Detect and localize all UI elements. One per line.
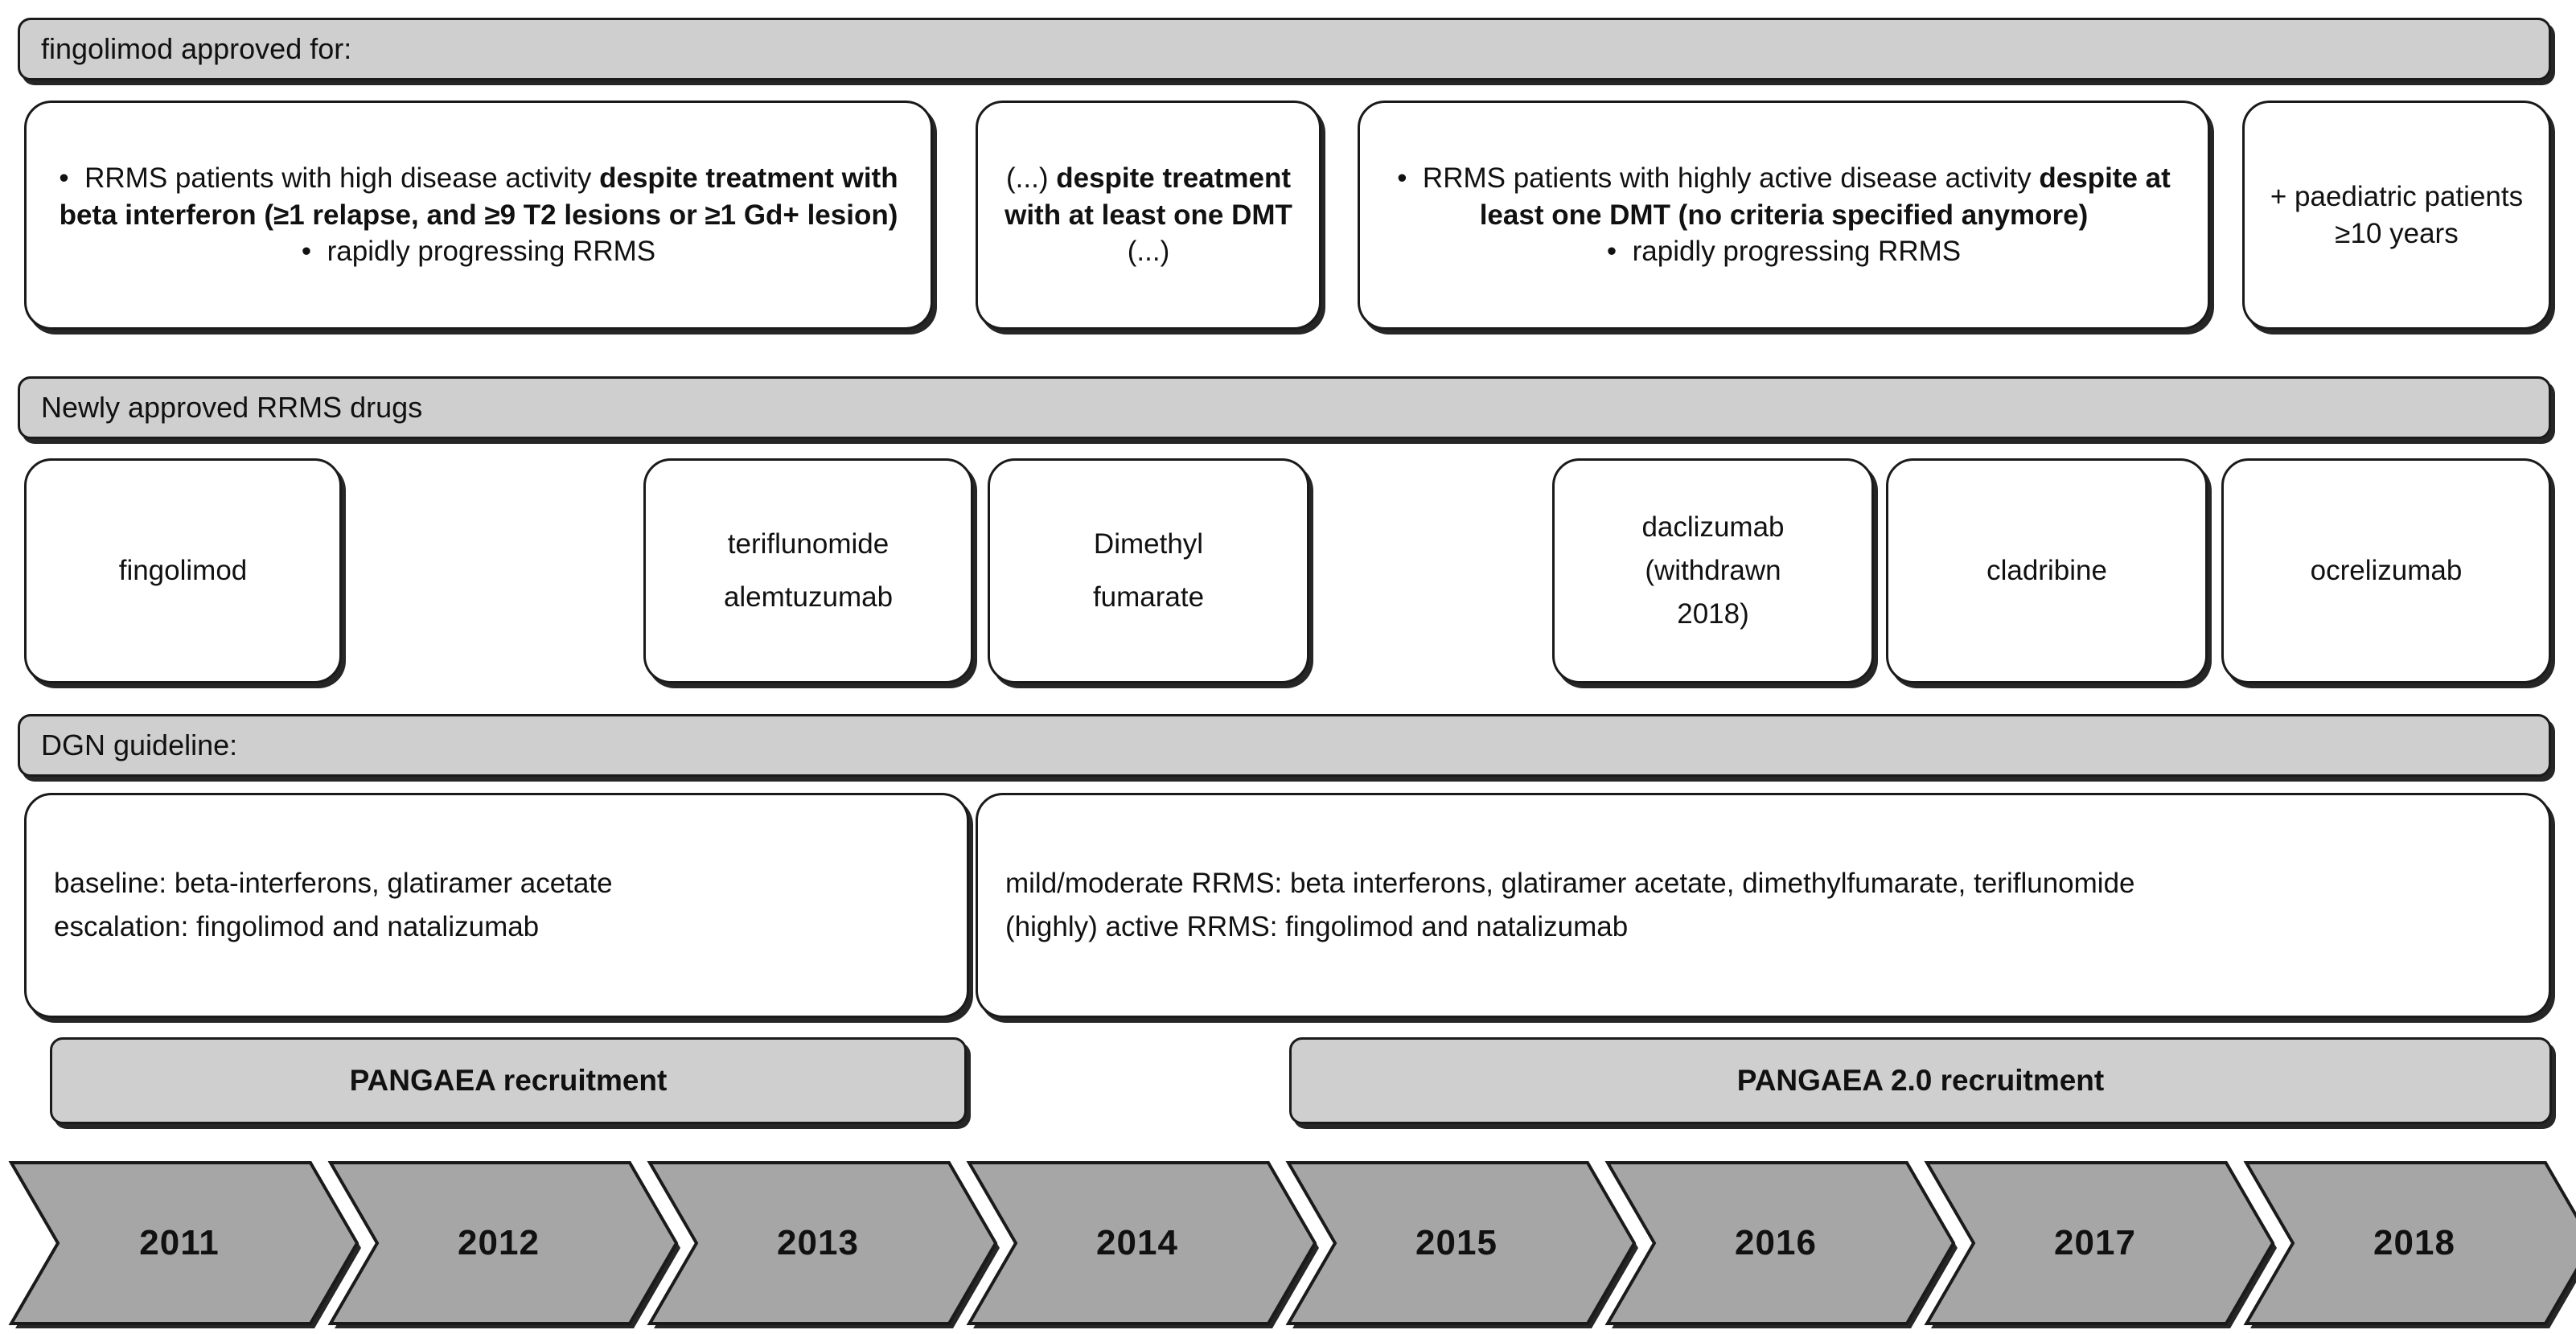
drug-box-cladribine-label: cladribine xyxy=(1986,555,2107,587)
year-chevron-timeline: 2011 2012 2013 2014 2015 2016 2017 2018 xyxy=(8,1161,2576,1328)
drug-box-ocrelizumab-label: ocrelizumab xyxy=(2310,555,2463,587)
year-label-2011: 2011 xyxy=(139,1223,220,1262)
pangaea-recruitment-label: PANGAEA recruitment xyxy=(349,1064,668,1097)
chevron-shape-icon xyxy=(1604,1161,1958,1328)
approval-box-1: • RRMS patients with high disease activi… xyxy=(24,101,933,330)
guideline-header-label: DGN guideline: xyxy=(41,729,238,762)
guideline-header-band: DGN guideline: xyxy=(18,714,2551,777)
year-chevron-2018[interactable]: 2018 xyxy=(2243,1161,2576,1328)
chevron-shape-icon xyxy=(2243,1161,2576,1328)
year-label-2015: 2015 xyxy=(1415,1223,1498,1262)
guideline-box-left-label: baseline: beta-interferons, glatiramer a… xyxy=(54,867,613,942)
approval-header-band: fingolimod approved for: xyxy=(18,18,2551,80)
drug-box-cladribine: cladribine xyxy=(1886,458,2208,683)
drug-box-daclizumab: daclizumab (withdrawn 2018) xyxy=(1552,458,1874,683)
drug-box-dimethyl-fumarate: Dimethyl fumarate xyxy=(988,458,1309,683)
pangaea-2-recruitment-label: PANGAEA 2.0 recruitment xyxy=(1736,1064,2105,1097)
approval-box-1-text: • RRMS patients with high disease activi… xyxy=(59,162,898,268)
drug-box-dimethyl-fumarate-label: Dimethyl fumarate xyxy=(1092,527,1205,614)
drug-box-ocrelizumab: ocrelizumab xyxy=(2221,458,2551,683)
chevron-shape-icon xyxy=(966,1161,1319,1328)
chevron-shape-icon xyxy=(647,1161,1000,1328)
guideline-box-right: mild/moderate RRMS: beta interferons, gl… xyxy=(976,793,2551,1018)
drugs-header-label: Newly approved RRMS drugs xyxy=(41,391,423,425)
year-chevron-2014[interactable]: 2014 xyxy=(966,1161,1319,1328)
year-label-2014: 2014 xyxy=(1096,1223,1178,1262)
year-label-2018: 2018 xyxy=(2373,1223,2455,1262)
approval-box-3-text: • RRMS patients with highly active disea… xyxy=(1397,162,2171,268)
drugs-header-band: Newly approved RRMS drugs xyxy=(18,376,2551,439)
year-chevron-2013[interactable]: 2013 xyxy=(647,1161,1000,1328)
chevron-shape-icon xyxy=(1285,1161,1638,1328)
approval-box-4: + paediatric patients ≥10 years xyxy=(2242,101,2551,330)
year-chevron-2016[interactable]: 2016 xyxy=(1604,1161,1958,1328)
chevron-shape-icon xyxy=(8,1161,361,1328)
year-label-2016: 2016 xyxy=(1735,1223,1817,1262)
year-label-2012: 2012 xyxy=(458,1223,540,1262)
pangaea-recruitment-bar: PANGAEA recruitment xyxy=(50,1037,967,1124)
year-chevron-2011[interactable]: 2011 xyxy=(8,1161,361,1328)
drug-box-teriflunomide-alemtuzumab: teriflunomide alemtuzumab xyxy=(643,458,973,683)
approval-box-4-text: + paediatric patients ≥10 years xyxy=(2270,181,2524,249)
chevron-shape-icon xyxy=(1924,1161,2277,1328)
year-label-2013: 2013 xyxy=(777,1223,859,1262)
drug-box-teriflunomide-alemtuzumab-label: teriflunomide alemtuzumab xyxy=(723,527,894,614)
guideline-box-left: baseline: beta-interferons, glatiramer a… xyxy=(24,793,969,1018)
drug-box-fingolimod: fingolimod xyxy=(24,458,342,683)
year-chevron-2015[interactable]: 2015 xyxy=(1285,1161,1638,1328)
year-label-2017: 2017 xyxy=(2054,1223,2136,1262)
pangaea-2-recruitment-bar: PANGAEA 2.0 recruitment xyxy=(1289,1037,2552,1124)
drug-box-fingolimod-label: fingolimod xyxy=(118,555,248,587)
year-chevron-2012[interactable]: 2012 xyxy=(327,1161,680,1328)
drug-box-daclizumab-label: daclizumab (withdrawn 2018) xyxy=(1641,511,1785,630)
approval-box-2-text: (...) despite treatment with at least on… xyxy=(1005,162,1292,268)
approval-box-2: (...) despite treatment with at least on… xyxy=(976,101,1321,330)
approval-header-label: fingolimod approved for: xyxy=(41,32,352,66)
chevron-shape-icon xyxy=(327,1161,680,1328)
year-chevron-2017[interactable]: 2017 xyxy=(1924,1161,2277,1328)
guideline-box-right-label: mild/moderate RRMS: beta interferons, gl… xyxy=(1005,867,2135,942)
approval-box-3: • RRMS patients with highly active disea… xyxy=(1358,101,2210,330)
